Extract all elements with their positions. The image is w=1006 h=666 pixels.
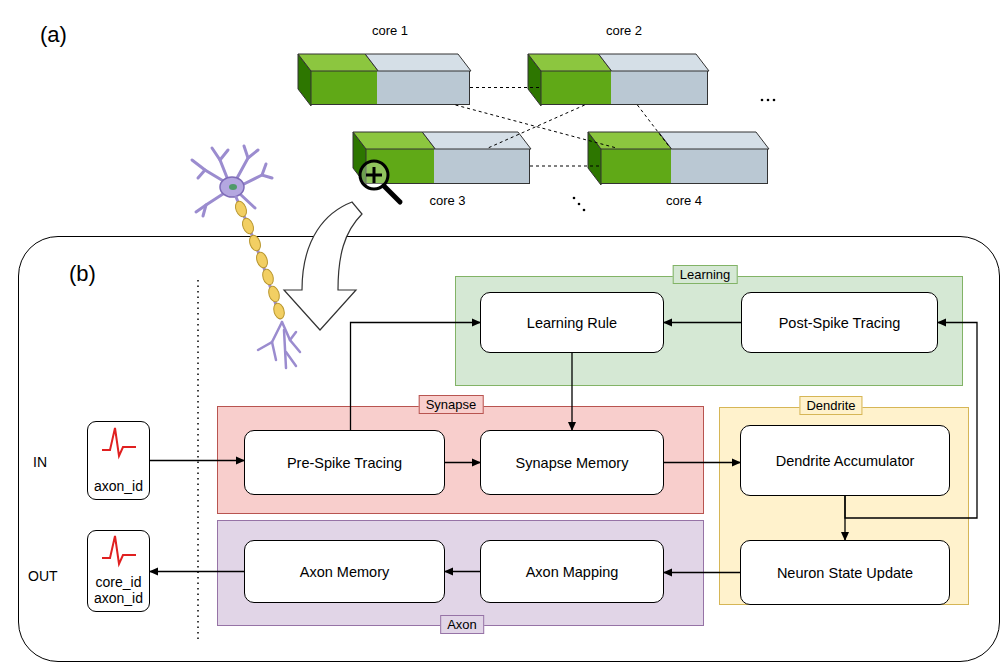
magnifier-icon	[360, 161, 400, 202]
band-title: Learning	[680, 267, 731, 282]
flow-arrow	[664, 462, 740, 463]
core-block: core 4	[600, 148, 768, 184]
flow-arrow	[664, 322, 741, 323]
synapse-band: SynapsePre-Spike TracingSynapse Memory	[217, 406, 704, 514]
core-link	[637, 105, 670, 148]
band-title: Synapse	[426, 397, 477, 412]
process-box: Post-Spike Tracing	[741, 292, 938, 353]
box-label: Synapse Memory	[516, 455, 629, 471]
band-tag: Dendrite	[799, 396, 862, 415]
panel-label: (a)	[40, 22, 67, 48]
spike-field: axon_id	[94, 478, 143, 494]
flow-arrow	[150, 460, 244, 461]
process-box: Axon Mapping	[480, 540, 664, 603]
core-block: core 1	[310, 70, 470, 105]
process-box: Dendrite Accumulator	[740, 425, 950, 496]
core-label-holder: core 2	[606, 23, 642, 38]
flow-arrow	[664, 572, 740, 573]
flow-arrow	[571, 353, 572, 430]
core-3d-faces	[528, 54, 710, 107]
core-link	[470, 87, 540, 88]
flow-arrow	[445, 571, 480, 572]
flow-arrow	[445, 462, 480, 463]
core-link	[530, 166, 600, 167]
panel-label: (b)	[69, 261, 96, 287]
spike-icon	[102, 428, 136, 456]
process-box: Learning Rule	[480, 292, 664, 353]
core-label: core 1	[372, 23, 408, 38]
port-label: IN	[33, 454, 47, 470]
dendrite-band: DendriteDendrite AccumulatorNeuron State…	[719, 407, 969, 605]
box-label: Dendrite Accumulator	[776, 453, 915, 469]
core-label: core 3	[429, 193, 465, 208]
core-block: core 2	[540, 70, 708, 105]
process-box: Synapse Memory	[480, 430, 664, 495]
axon-band: AxonAxon MemoryAxon Mapping	[217, 520, 704, 626]
box-label: Axon Memory	[300, 564, 389, 580]
learning-band: LearningLearning RulePost-Spike Tracing	[455, 276, 963, 386]
core-label-holder: core 4	[666, 193, 702, 208]
zoom-arrow	[284, 202, 362, 330]
band-tag: Axon	[440, 615, 484, 634]
band-tag: Learning	[673, 265, 738, 284]
box-label: Learning Rule	[527, 315, 617, 331]
box-label: Neuron State Update	[777, 565, 913, 581]
ellipsis-dots	[573, 99, 776, 212]
band-tag: Synapse	[419, 395, 484, 414]
core-link	[488, 105, 585, 148]
core-3d-faces	[588, 132, 770, 186]
neuron-illustration	[192, 146, 300, 368]
core-detail-panel: (b) LearningLearning Rule Post-Spike Traci…	[18, 236, 1000, 662]
spike-output-box: core_id axon_id	[87, 530, 150, 612]
core-3d-faces	[298, 54, 472, 107]
core-label: core 4	[666, 193, 702, 208]
spike-input-box: axon_id	[87, 421, 150, 500]
box-label: Pre-Spike Tracing	[287, 455, 402, 471]
process-box: Pre-Spike Tracing	[244, 430, 445, 495]
flow-arrow	[150, 571, 244, 572]
spike-icon	[102, 536, 136, 564]
core-block: core 3	[365, 148, 530, 184]
process-box: Axon Memory	[244, 540, 445, 603]
process-box: Neuron State Update	[740, 540, 950, 605]
band-title: Dendrite	[806, 398, 855, 413]
core-label-holder: core 3	[429, 193, 465, 208]
port-label: OUT	[28, 568, 58, 584]
box-label: Post-Spike Tracing	[779, 315, 901, 331]
band-title: Axon	[447, 617, 477, 632]
spike-field: core_id axon_id	[88, 574, 149, 606]
core-label-holder: core 1	[372, 23, 408, 38]
core-label: core 2	[606, 23, 642, 38]
flow-arrow	[351, 323, 481, 431]
core-link	[456, 105, 617, 148]
box-label: Axon Mapping	[526, 564, 619, 580]
flow-arrow	[845, 323, 977, 519]
